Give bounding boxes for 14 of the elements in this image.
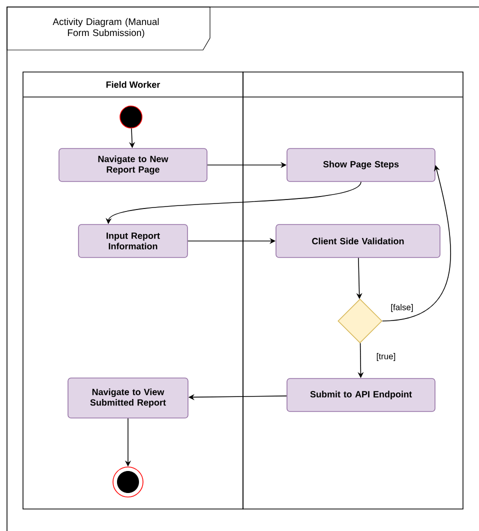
frame-title-tab: Activity Diagram (Manual Form Submission) [6, 6, 210, 50]
swimlane [242, 72, 464, 510]
action-box: Navigate to View Submitted Report [68, 378, 188, 418]
edge-label: [false] [390, 303, 414, 313]
decision-diamond [338, 298, 382, 344]
action-box: Submit to API Endpoint [286, 378, 436, 412]
edge-label: [true] [375, 352, 397, 362]
arrow [382, 165, 451, 322]
start-node [120, 106, 142, 128]
action-box: Navigate to New Report Page [58, 148, 208, 182]
end-node [112, 466, 144, 498]
action-box: Client Side Validation [276, 224, 440, 258]
action-box: Show Page Steps [286, 148, 436, 182]
action-box: Input Report Information [78, 224, 188, 258]
